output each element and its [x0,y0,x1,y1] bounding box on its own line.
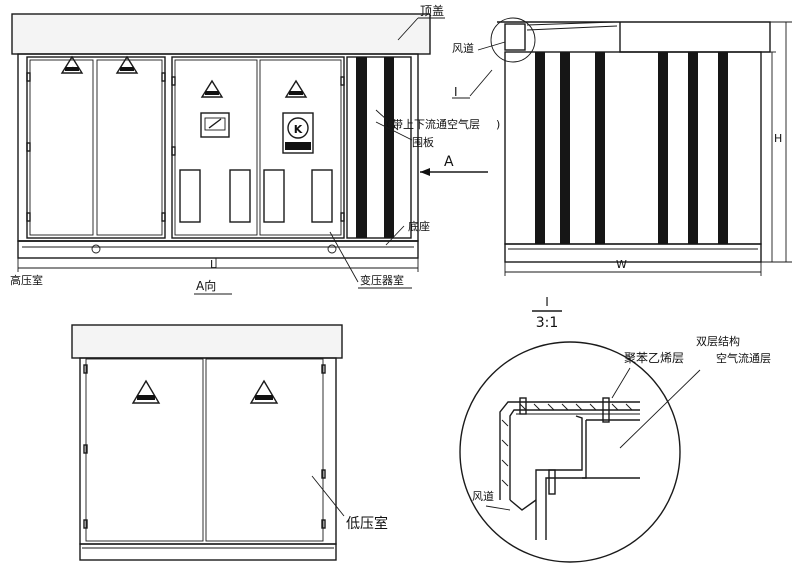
vent-bar [688,52,698,244]
svg-text:): ) [496,118,500,131]
meter-symbol-icon [200,112,230,138]
lv-roof [71,324,343,359]
label-air-duct-top: 风道 [452,41,474,55]
base-bolt [91,244,101,254]
lv-body [79,357,337,545]
high-voltage-warning-icon [284,79,308,98]
svg-text:(: ( [386,118,390,131]
side-roof [497,21,771,53]
high-voltage-warning-icon [200,79,224,98]
label-dim-h: H [774,132,782,145]
detail-view: 双层结构 聚苯乙烯层 空气流通层 风道 [459,334,771,563]
front-view: ⚡ K [11,13,431,272]
meter-door-right [259,59,342,236]
detail-circle-large [459,341,681,563]
svg-text:K: K [294,123,303,136]
lv-door-left [85,358,204,542]
label-double-layer: 双层结构 [696,334,740,348]
label-detail-ref: I [545,295,549,309]
label-base: 底座 [408,219,430,233]
front-view-annotations: 顶盖 带上下流通空气层 ( ) 围板 A 底座 高压室 L A向 变压器室 [10,4,500,295]
enclosure-panel [346,56,412,239]
label-lv-room: 低压室 [346,515,388,532]
lv-door-right [205,358,324,542]
vent-bar [595,52,605,244]
vent-bar [658,52,668,244]
label-dim-w: W [616,258,627,271]
front-base [17,240,419,259]
vent-bar [718,52,728,244]
polystyrene-layer [501,403,640,487]
hv-door-left [29,59,94,236]
high-voltage-warning-icon [115,55,139,74]
label-dim-l: L [210,258,217,271]
ventilation-louver-icon [179,169,333,223]
label-air-duct-detail: 风道 [472,489,494,503]
label-view-a: A向 [196,278,216,293]
side-view [490,17,792,276]
high-voltage-warning-icon [131,379,161,404]
label-enclosure: 围板 [412,135,434,149]
label-hv-room: 高压室 [10,273,43,287]
hv-door-frame [26,56,166,239]
label-detail-ref-top: I [454,85,458,99]
vent-bar [384,57,394,238]
detail-circle [490,17,536,63]
vent-bar [560,52,570,244]
detail-scale-note: I 3:1 [532,295,562,331]
label-air-layer: 空气流通层 [716,351,771,365]
base-bolt [327,244,337,254]
vent-bar [356,57,367,238]
label-airflow-panel: 带上下流通空气层 [392,117,480,131]
lv-cabinet-view: 低压室 [71,324,388,561]
vent-bar [535,52,545,244]
label-view-a-arrow: A [444,154,454,170]
side-view-annotations: 风道 I W H [452,41,782,271]
side-base [504,243,762,263]
meter-door-frame [171,56,345,239]
lv-base [79,543,337,561]
hv-door-right [96,59,163,236]
label-top-cover: 顶盖 [420,4,444,18]
front-roof [11,13,431,55]
high-voltage-warning-icon: ⚡ [60,55,84,74]
label-detail-scale: 3:1 [536,315,559,331]
meter-symbol-icon: K [282,112,314,154]
label-transformer-room: 变压器室 [360,273,404,287]
label-polystyrene: 聚苯乙烯层 [624,351,684,365]
high-voltage-warning-icon [249,379,279,404]
